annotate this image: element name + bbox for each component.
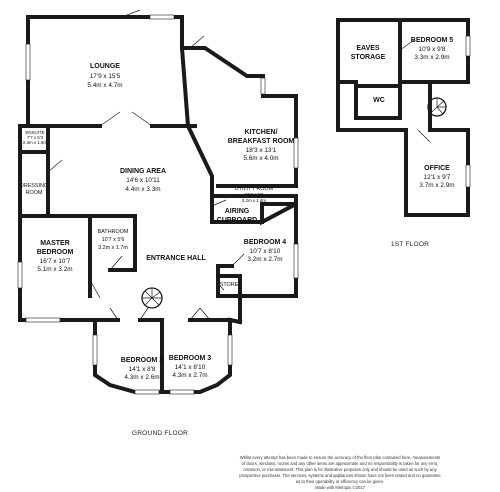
room-bedroom-4: BEDROOM 4 10'7 x 8'10 3.2m x 2.7m <box>244 239 287 263</box>
room-lounge-metric: 5.4m x 4.7m <box>87 82 122 89</box>
room-master-name-1: MASTER <box>40 240 70 247</box>
room-dressing-name-2: ROOM <box>26 190 43 196</box>
room-bedroom4-name: BEDROOM 4 <box>244 239 287 246</box>
room-master-name-2: BEDROOM <box>37 249 74 256</box>
room-utility-dims: 10'4 x 5'2 <box>245 192 264 197</box>
room-lounge-name: LOUNGE <box>90 63 120 70</box>
room-eaves-name-1: EAVES <box>356 45 380 52</box>
room-kitchen-name-1: KITCHEN/ <box>244 129 277 136</box>
room-wc-name: WC <box>373 97 385 104</box>
room-kitchen-dims: 18'3 x 13'1 <box>246 147 277 154</box>
room-kitchen: KITCHEN/ BREAKFAST ROOM 18'3 x 13'1 5.6m… <box>228 129 295 162</box>
room-bedroom5-metric: 3.3m x 2.9m <box>414 54 449 61</box>
room-master-dims: 16'7 x 10'7 <box>40 258 71 265</box>
room-office-name: OFFICE <box>424 165 450 172</box>
room-dining: DINING AREA 14'6 x 10'11 4.4m x 3.3m <box>120 168 166 193</box>
room-master-metric: 5.1m x 3.2m <box>37 266 72 273</box>
room-ensuite-name: ENSUITE <box>25 130 44 135</box>
room-bedroom-2: BEDROOM 2 14'1 x 8'8 4.3m x 2.6m <box>121 357 164 381</box>
room-ensuite: ENSUITE 7'7 x 5'3 2.3m x 1.6m <box>23 130 47 145</box>
disclaimer-line-3: omission, or mis-statement. This plan is… <box>243 467 437 472</box>
room-bedroom2-name: BEDROOM 2 <box>121 357 164 364</box>
room-bedroom5-dims: 10'9 x 9'8 <box>419 46 446 53</box>
ground-floor-label: GROUND FLOOR <box>132 430 188 437</box>
first-floor-doors <box>399 39 431 143</box>
disclaimer-line-1: Whilst every attempt has been made to en… <box>240 455 440 460</box>
room-airing-name-1: AIRING <box>225 208 250 215</box>
room-eaves-name-2: STORAGE <box>351 54 386 61</box>
first-floor-windows <box>465 35 471 188</box>
room-dressing-name-1: DRESSING <box>20 183 48 189</box>
room-dining-dims: 14'6 x 10'11 <box>126 177 160 184</box>
room-utility: UTILITY ROOM 10'4 x 5'2 3.2m x 1.6m <box>235 186 274 203</box>
room-utility-metric: 3.2m x 1.6m <box>242 198 266 203</box>
room-kitchen-metric: 5.6m x 4.0m <box>243 155 278 162</box>
first-floor-label: 1ST FLOOR <box>391 241 429 248</box>
room-dining-name: DINING AREA <box>120 168 166 175</box>
room-lounge: LOUNGE 17'9 x 15'5 5.4m x 4.7m <box>87 63 122 89</box>
room-bedroom4-metric: 3.2m x 2.7m <box>247 256 282 263</box>
room-lounge-dims: 17'9 x 15'5 <box>90 73 121 80</box>
room-utility-name: UTILITY ROOM <box>235 186 274 192</box>
room-bedroom3-metric: 4.3m x 2.7m <box>172 372 207 379</box>
room-store-name: STORE <box>220 282 239 288</box>
first-floor-walls <box>336 18 470 217</box>
room-eaves-storage: EAVES STORAGE <box>351 45 386 61</box>
ground-floor-windows <box>17 14 299 395</box>
ground-floor-walls <box>18 15 298 394</box>
disclaimer-line-6: Made with Metropix ©2017 <box>315 485 366 490</box>
room-bedroom3-name: BEDROOM 3 <box>169 355 212 362</box>
room-airing-name-2: CUPBOARD <box>217 217 257 224</box>
room-bedroom5-name: BEDROOM 5 <box>411 37 454 44</box>
ground-floor-doors <box>47 9 245 321</box>
first-floor-staircase <box>427 97 447 117</box>
room-bedroom-5: BEDROOM 5 10'9 x 9'8 3.3m x 2.9m <box>411 37 454 61</box>
room-bedroom2-metric: 4.3m x 2.6m <box>124 374 159 381</box>
disclaimer-line-2: of doors, windows, rooms and any other i… <box>242 461 439 466</box>
room-entrance-hall-name: ENTRANCE HALL <box>146 255 206 262</box>
room-ensuite-metric: 2.3m x 1.6m <box>23 140 47 145</box>
room-bedroom4-dims: 10'7 x 8'10 <box>250 248 281 255</box>
room-bedroom2-dims: 14'1 x 8'8 <box>129 366 156 373</box>
room-dining-metric: 4.4m x 3.3m <box>125 186 160 193</box>
room-bedroom-3: BEDROOM 3 14'1 x 8'10 4.3m x 2.7m <box>169 355 212 379</box>
ground-floor-staircase <box>141 287 163 309</box>
room-office: OFFICE 12'1 x 9'7 3.7m x 2.9m <box>419 165 454 189</box>
room-bathroom-metric: 3.2m x 1.7m <box>98 245 128 251</box>
disclaimer-line-5: as to their operability or efficiency ca… <box>296 479 384 484</box>
room-airing-cupboard: AIRING CUPBOARD <box>217 208 257 224</box>
room-bathroom: BATHROOM 10'7 x 5'6 3.2m x 1.7m <box>98 229 129 251</box>
room-bathroom-name: BATHROOM <box>98 229 129 235</box>
room-ensuite-dims: 7'7 x 5'3 <box>27 135 44 140</box>
room-dressing: DRESSING ROOM <box>20 183 48 196</box>
room-bedroom3-dims: 14'1 x 8'10 <box>175 364 206 371</box>
room-office-dims: 12'1 x 9'7 <box>424 174 451 181</box>
room-office-metric: 3.7m x 2.9m <box>419 182 454 189</box>
disclaimer: Whilst every attempt has been made to en… <box>239 455 441 490</box>
room-master-bedroom: MASTER BEDROOM 16'7 x 10'7 5.1m x 3.2m <box>37 240 74 273</box>
room-kitchen-name-2: BREAKFAST ROOM <box>228 138 295 145</box>
room-bathroom-dims: 10'7 x 5'6 <box>102 237 125 243</box>
disclaimer-line-4: prospective purchaser. The services, sys… <box>239 473 441 478</box>
